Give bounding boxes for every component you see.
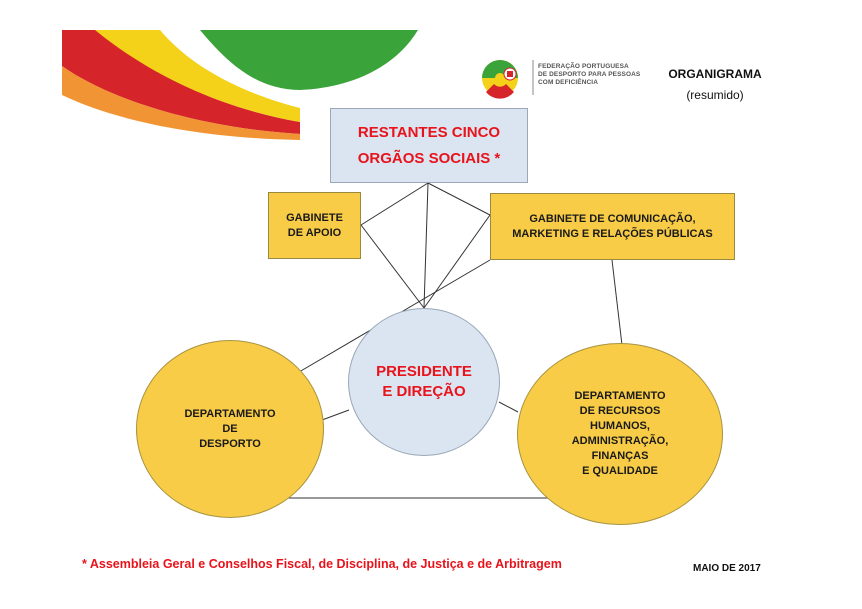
node-presidente-line1: PRESIDENTE xyxy=(376,363,472,380)
node-rh-line6: E QUALIDADE xyxy=(582,465,658,477)
node-rh-line4: ADMINISTRAÇÃO, xyxy=(571,435,669,447)
connector-comunicacao-rh xyxy=(611,259,623,346)
connector-apoio-presidente xyxy=(360,224,425,309)
node-departamento-desporto: DEPARTAMENTO DE DESPORTO xyxy=(136,340,324,518)
connector-comunicacao-presidente xyxy=(423,214,491,309)
connector-presidente-desporto xyxy=(321,409,350,421)
node-rh-line3: HUMANOS, xyxy=(590,420,650,432)
node-rh-line1: DEPARTAMENTO xyxy=(574,390,666,402)
node-rh-line2: DE RECURSOS xyxy=(579,405,661,417)
node-orgaos-line1: RESTANTES CINCO xyxy=(357,123,501,141)
node-rh-line5: FINANÇAS xyxy=(591,450,649,462)
yellow-swoosh xyxy=(95,30,300,122)
node-orgaos-sociais: RESTANTES CINCO ORGÃOS SOCIAIS * xyxy=(330,108,528,183)
org-name-line3: COM DEFICIÊNCIA xyxy=(538,79,598,86)
org-name-line2: DE DESPORTO PARA PESSOAS xyxy=(538,71,641,78)
page-subtitle: (resumido) xyxy=(686,88,744,102)
green-swoosh xyxy=(200,30,418,90)
node-gabinete-comunicacao: GABINETE DE COMUNICAÇÃO, MARKETING E REL… xyxy=(490,193,735,260)
node-comunicacao-line2: MARKETING E RELAÇÕES PÚBLICAS xyxy=(512,227,713,240)
node-presidente: PRESIDENTE E DIREÇÃO xyxy=(348,308,500,456)
federation-logo xyxy=(482,60,534,99)
connector-orgaos-comunicacao xyxy=(427,182,491,216)
connector-orgaos-presidente xyxy=(423,182,429,309)
orange-swoosh xyxy=(62,66,300,140)
page-title: ORGANIGRAMA xyxy=(668,67,762,81)
node-apoio-line1: GABINETE xyxy=(286,211,343,224)
node-presidente-line2: E DIREÇÃO xyxy=(382,383,466,400)
date-label: MAIO DE 2017 xyxy=(693,563,761,574)
node-departamento-rh: DEPARTAMENTO DE RECURSOS HUMANOS, ADMINI… xyxy=(517,343,723,525)
node-apoio-line2: DE APOIO xyxy=(287,226,342,239)
federation-name: FEDERAÇÃO PORTUGUESA DE DESPORTO PARA PE… xyxy=(538,63,640,87)
node-gabinete-apoio: GABINETE DE APOIO xyxy=(268,192,361,259)
node-desporto-line2: DE xyxy=(222,422,238,435)
red-swoosh xyxy=(62,30,300,134)
node-orgaos-line2: ORGÃOS SOCIAIS * xyxy=(357,149,501,167)
node-desporto-line1: DEPARTAMENTO xyxy=(184,407,276,420)
footnote: * Assembleia Geral e Conselhos Fiscal, d… xyxy=(82,557,562,571)
connector-presidente-rh xyxy=(498,401,519,413)
org-name-line1: FEDERAÇÃO PORTUGUESA xyxy=(538,63,629,70)
connector-orgaos-apoio xyxy=(360,182,429,226)
title-block: ORGANIGRAMA (resumido) xyxy=(650,66,780,104)
node-comunicacao-line1: GABINETE DE COMUNICAÇÃO, xyxy=(529,212,696,225)
node-desporto-line3: DESPORTO xyxy=(199,437,261,450)
